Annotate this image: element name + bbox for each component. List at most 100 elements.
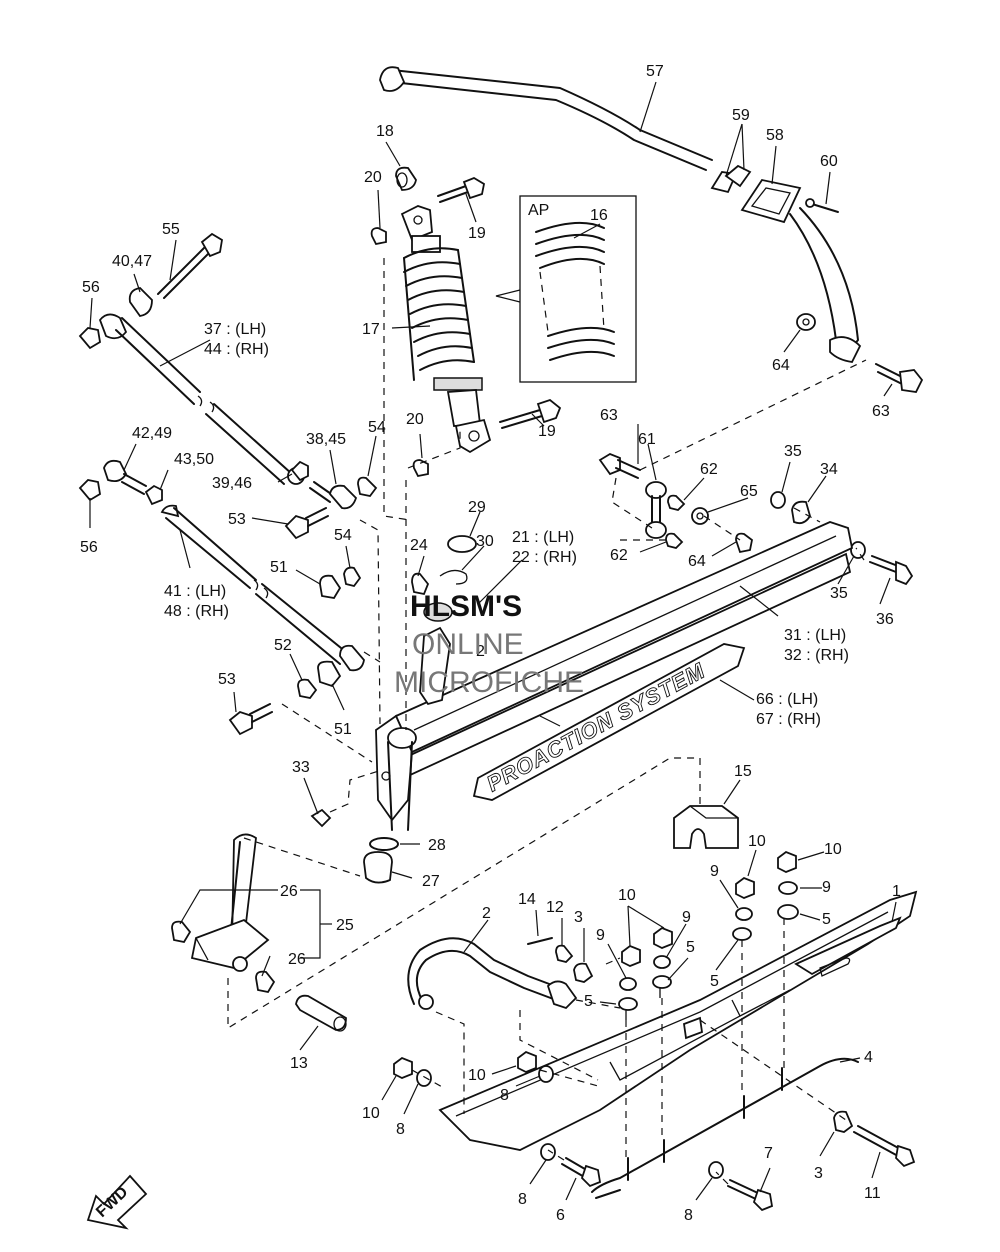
bolt-19-upper <box>437 176 486 203</box>
callout-52: 52 <box>274 637 292 654</box>
collar-54-lower <box>343 566 362 588</box>
callout-5-right-a: 5 <box>710 973 719 990</box>
callout-58: 58 <box>766 127 784 144</box>
ap-box-label: AP <box>528 202 549 219</box>
bushing-27 <box>363 851 393 884</box>
washer-35-lower <box>850 541 866 559</box>
callout-66: 66 : (LH) <box>756 691 818 708</box>
bolt-5-mid <box>652 975 672 998</box>
callout-20-lower: 20 <box>406 411 424 428</box>
washer-9-left <box>619 977 637 991</box>
callout-10-right-a: 10 <box>748 833 766 850</box>
pin-14 <box>527 937 553 945</box>
bushing-18 <box>395 166 417 191</box>
stabilizer-bar <box>379 66 862 363</box>
washer-9-right-b <box>778 881 798 895</box>
callout-64-upper: 64 <box>772 357 790 374</box>
washer-9-mid <box>653 955 671 969</box>
callout-56-lower: 56 <box>80 539 98 556</box>
shock-absorber-17 <box>400 205 492 454</box>
callout-13: 13 <box>290 1055 308 1072</box>
callout-60: 60 <box>820 153 838 170</box>
callout-11: 11 <box>864 1185 881 1202</box>
bolt-6 <box>561 1157 602 1188</box>
callout-53-upper: 53 <box>228 511 246 528</box>
callout-40-47: 40,47 <box>112 253 152 270</box>
bushing-34 <box>791 500 811 525</box>
callout-53-lower: 53 <box>218 671 236 688</box>
washer-8-bottom-right <box>708 1161 724 1179</box>
callout-64-lower: 64 <box>688 553 706 570</box>
callout-8-bottom-right: 8 <box>684 1207 693 1224</box>
callout-3-upper: 3 <box>574 909 583 926</box>
collar-54-upper <box>357 476 378 497</box>
callout-62-lower: 62 <box>610 547 628 564</box>
callout-5-mid-b: 5 <box>584 993 593 1010</box>
bolt-7 <box>727 1179 774 1212</box>
ski-studs <box>627 1067 783 1181</box>
callout-labels: 57 59 58 60 64 63 18 20 19 16 17 20 19 5… <box>80 63 901 1224</box>
callout-16: 16 <box>590 207 608 224</box>
forward-arrow-icon: FWD <box>86 1174 148 1230</box>
nut-10-right-b <box>777 850 797 873</box>
callout-9-right-b: 9 <box>822 879 831 896</box>
collar-12 <box>555 944 574 963</box>
lower-arm-41-48 <box>160 504 347 665</box>
callout-5-mid-a: 5 <box>686 939 695 956</box>
callout-65: 65 <box>740 483 758 500</box>
callout-4: 4 <box>864 1049 873 1066</box>
bushing-26-lower <box>232 956 276 994</box>
collar-24 <box>411 572 430 596</box>
callout-15: 15 <box>734 763 752 780</box>
nut-20-lower <box>412 459 429 478</box>
callout-54-upper: 54 <box>368 419 386 436</box>
callout-10-mid-a: 10 <box>618 887 636 904</box>
watermark: HLSM'S ONLINE MICROFICHE <box>394 590 584 699</box>
callout-20-upper: 20 <box>364 169 382 186</box>
callout-10-right-b: 10 <box>824 841 842 858</box>
callout-17: 17 <box>362 321 380 338</box>
callout-21: 21 : (LH) <box>512 529 574 546</box>
nut-43-50 <box>144 484 163 506</box>
bushing-51-lower <box>339 644 365 672</box>
collar-62-upper <box>667 494 686 511</box>
nut-10-right-a <box>735 876 755 899</box>
callout-37: 37 : (LH) <box>204 321 266 338</box>
washer-8-lower-left <box>416 1069 432 1087</box>
bushing-26-upper <box>171 920 192 944</box>
bolt-55 <box>157 232 223 299</box>
callout-67: 67 : (RH) <box>756 711 821 728</box>
washer-8-lower-mid <box>538 1065 554 1083</box>
nut-56-lower <box>78 479 101 502</box>
callout-39-46: 39,46 <box>212 475 252 492</box>
washer-3-lower <box>833 1110 854 1133</box>
bolt-11 <box>853 1125 916 1168</box>
washer-35-upper <box>770 491 786 509</box>
callout-6: 6 <box>556 1207 565 1224</box>
runner-4 <box>591 1057 859 1199</box>
callout-12: 12 <box>546 899 564 916</box>
callout-35-upper: 35 <box>784 443 802 460</box>
washer-65 <box>691 507 709 525</box>
callout-9-mid-a: 9 <box>596 927 605 944</box>
callout-28: 28 <box>428 837 446 854</box>
callout-2: 2 <box>482 905 491 922</box>
callout-32: 32 : (RH) <box>784 647 849 664</box>
grease-fitting-33 <box>310 769 383 828</box>
o-ring-28 <box>369 837 399 851</box>
callout-26-lower: 26 <box>288 951 306 968</box>
handle-2 <box>407 937 578 1010</box>
callout-9-mid-b: 9 <box>682 909 691 926</box>
ap-spring-box <box>495 195 637 383</box>
callout-10-lower-left: 10 <box>362 1105 380 1122</box>
nut-10-left-mid <box>621 944 641 967</box>
callout-22: 22 : (RH) <box>512 549 577 566</box>
spindle-25 <box>190 833 270 969</box>
callout-7: 7 <box>764 1145 773 1162</box>
nut-56-upper <box>78 327 101 350</box>
callout-19-upper: 19 <box>468 225 486 242</box>
assembly-dashed-lines <box>227 258 867 1185</box>
rivet-60 <box>805 198 839 213</box>
callout-51-lower: 51 <box>334 721 352 738</box>
callout-24: 24 <box>410 537 428 554</box>
